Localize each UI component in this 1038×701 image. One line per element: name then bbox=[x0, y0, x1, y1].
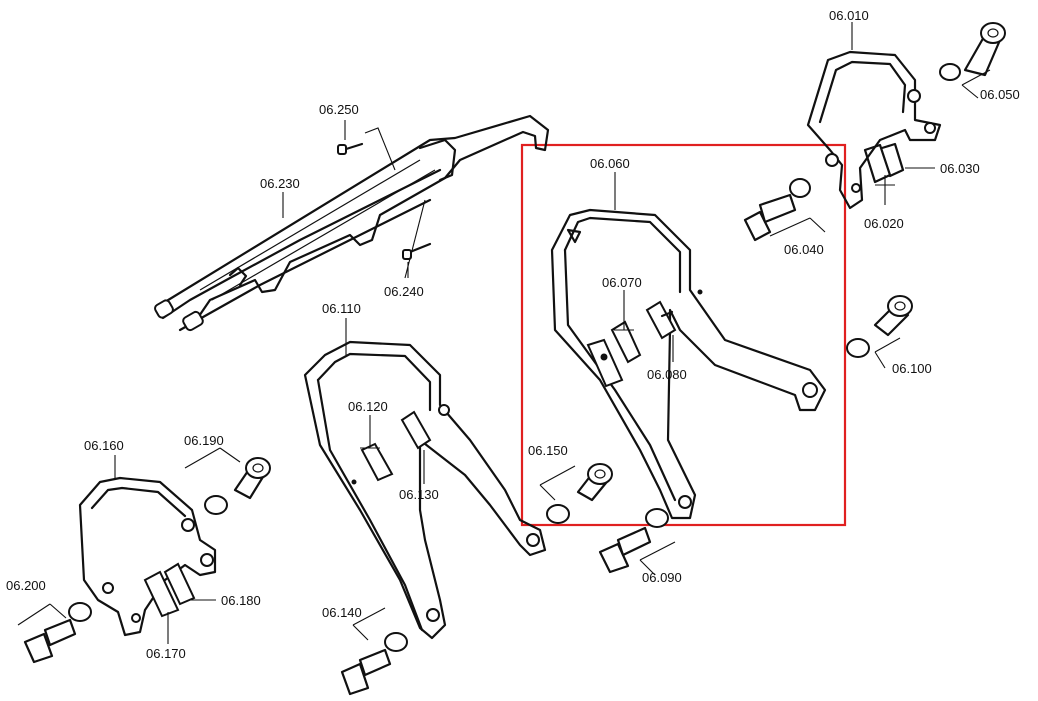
label-06250: 06.250 bbox=[319, 102, 359, 117]
label-06060: 06.060 bbox=[590, 156, 630, 171]
label-06180: 06.180 bbox=[221, 593, 261, 608]
shift-rail-assembly bbox=[154, 114, 550, 332]
highlight-frame bbox=[520, 143, 847, 527]
label-06240: 06.240 bbox=[384, 284, 424, 299]
label-06100: 06.100 bbox=[892, 361, 932, 376]
screw-06250 bbox=[337, 142, 364, 155]
label-06020: 06.020 bbox=[864, 216, 904, 231]
bolt-06100 bbox=[846, 295, 913, 358]
fork-06110 bbox=[303, 340, 547, 640]
bolt-06150 bbox=[546, 463, 613, 524]
label-06040: 06.040 bbox=[784, 242, 824, 257]
label-06110: 06.110 bbox=[322, 301, 361, 316]
part-labels: 06.010 06.050 06.030 06.020 06.040 06.06… bbox=[6, 8, 1020, 661]
leader-lines bbox=[17, 22, 991, 644]
label-06200: 06.200 bbox=[6, 578, 46, 593]
label-06070: 06.070 bbox=[602, 275, 642, 290]
label-06050: 06.050 bbox=[980, 87, 1020, 102]
stud-06140 bbox=[340, 632, 408, 696]
stud-06040 bbox=[743, 178, 811, 242]
fork-06160 bbox=[78, 476, 217, 637]
shoe-06180 bbox=[163, 562, 196, 606]
bolt-06190 bbox=[204, 457, 271, 515]
stud-06090 bbox=[598, 508, 669, 574]
label-06130: 06.130 bbox=[399, 487, 439, 502]
label-06030: 06.030 bbox=[940, 161, 980, 176]
stud-06200 bbox=[23, 602, 92, 664]
pad-06170 bbox=[143, 570, 180, 618]
label-06230: 06.230 bbox=[260, 176, 300, 191]
label-06150: 06.150 bbox=[528, 443, 568, 458]
shoe-06130 bbox=[400, 410, 432, 450]
pad-06070 bbox=[586, 320, 642, 388]
shoe-06080 bbox=[645, 300, 677, 340]
fork-06010 bbox=[806, 50, 942, 210]
label-06120: 06.120 bbox=[348, 399, 388, 414]
pad-06120 bbox=[351, 442, 394, 485]
label-06090: 06.090 bbox=[642, 570, 682, 585]
fork-06060 bbox=[550, 208, 827, 520]
label-06190: 06.190 bbox=[184, 433, 224, 448]
label-06170: 06.170 bbox=[146, 646, 186, 661]
screw-06240 bbox=[402, 242, 432, 260]
label-06010: 06.010 bbox=[829, 8, 869, 23]
label-06140: 06.140 bbox=[322, 605, 362, 620]
label-06080: 06.080 bbox=[647, 367, 687, 382]
bolt-06050 bbox=[939, 22, 1006, 81]
label-06160: 06.160 bbox=[84, 438, 124, 453]
